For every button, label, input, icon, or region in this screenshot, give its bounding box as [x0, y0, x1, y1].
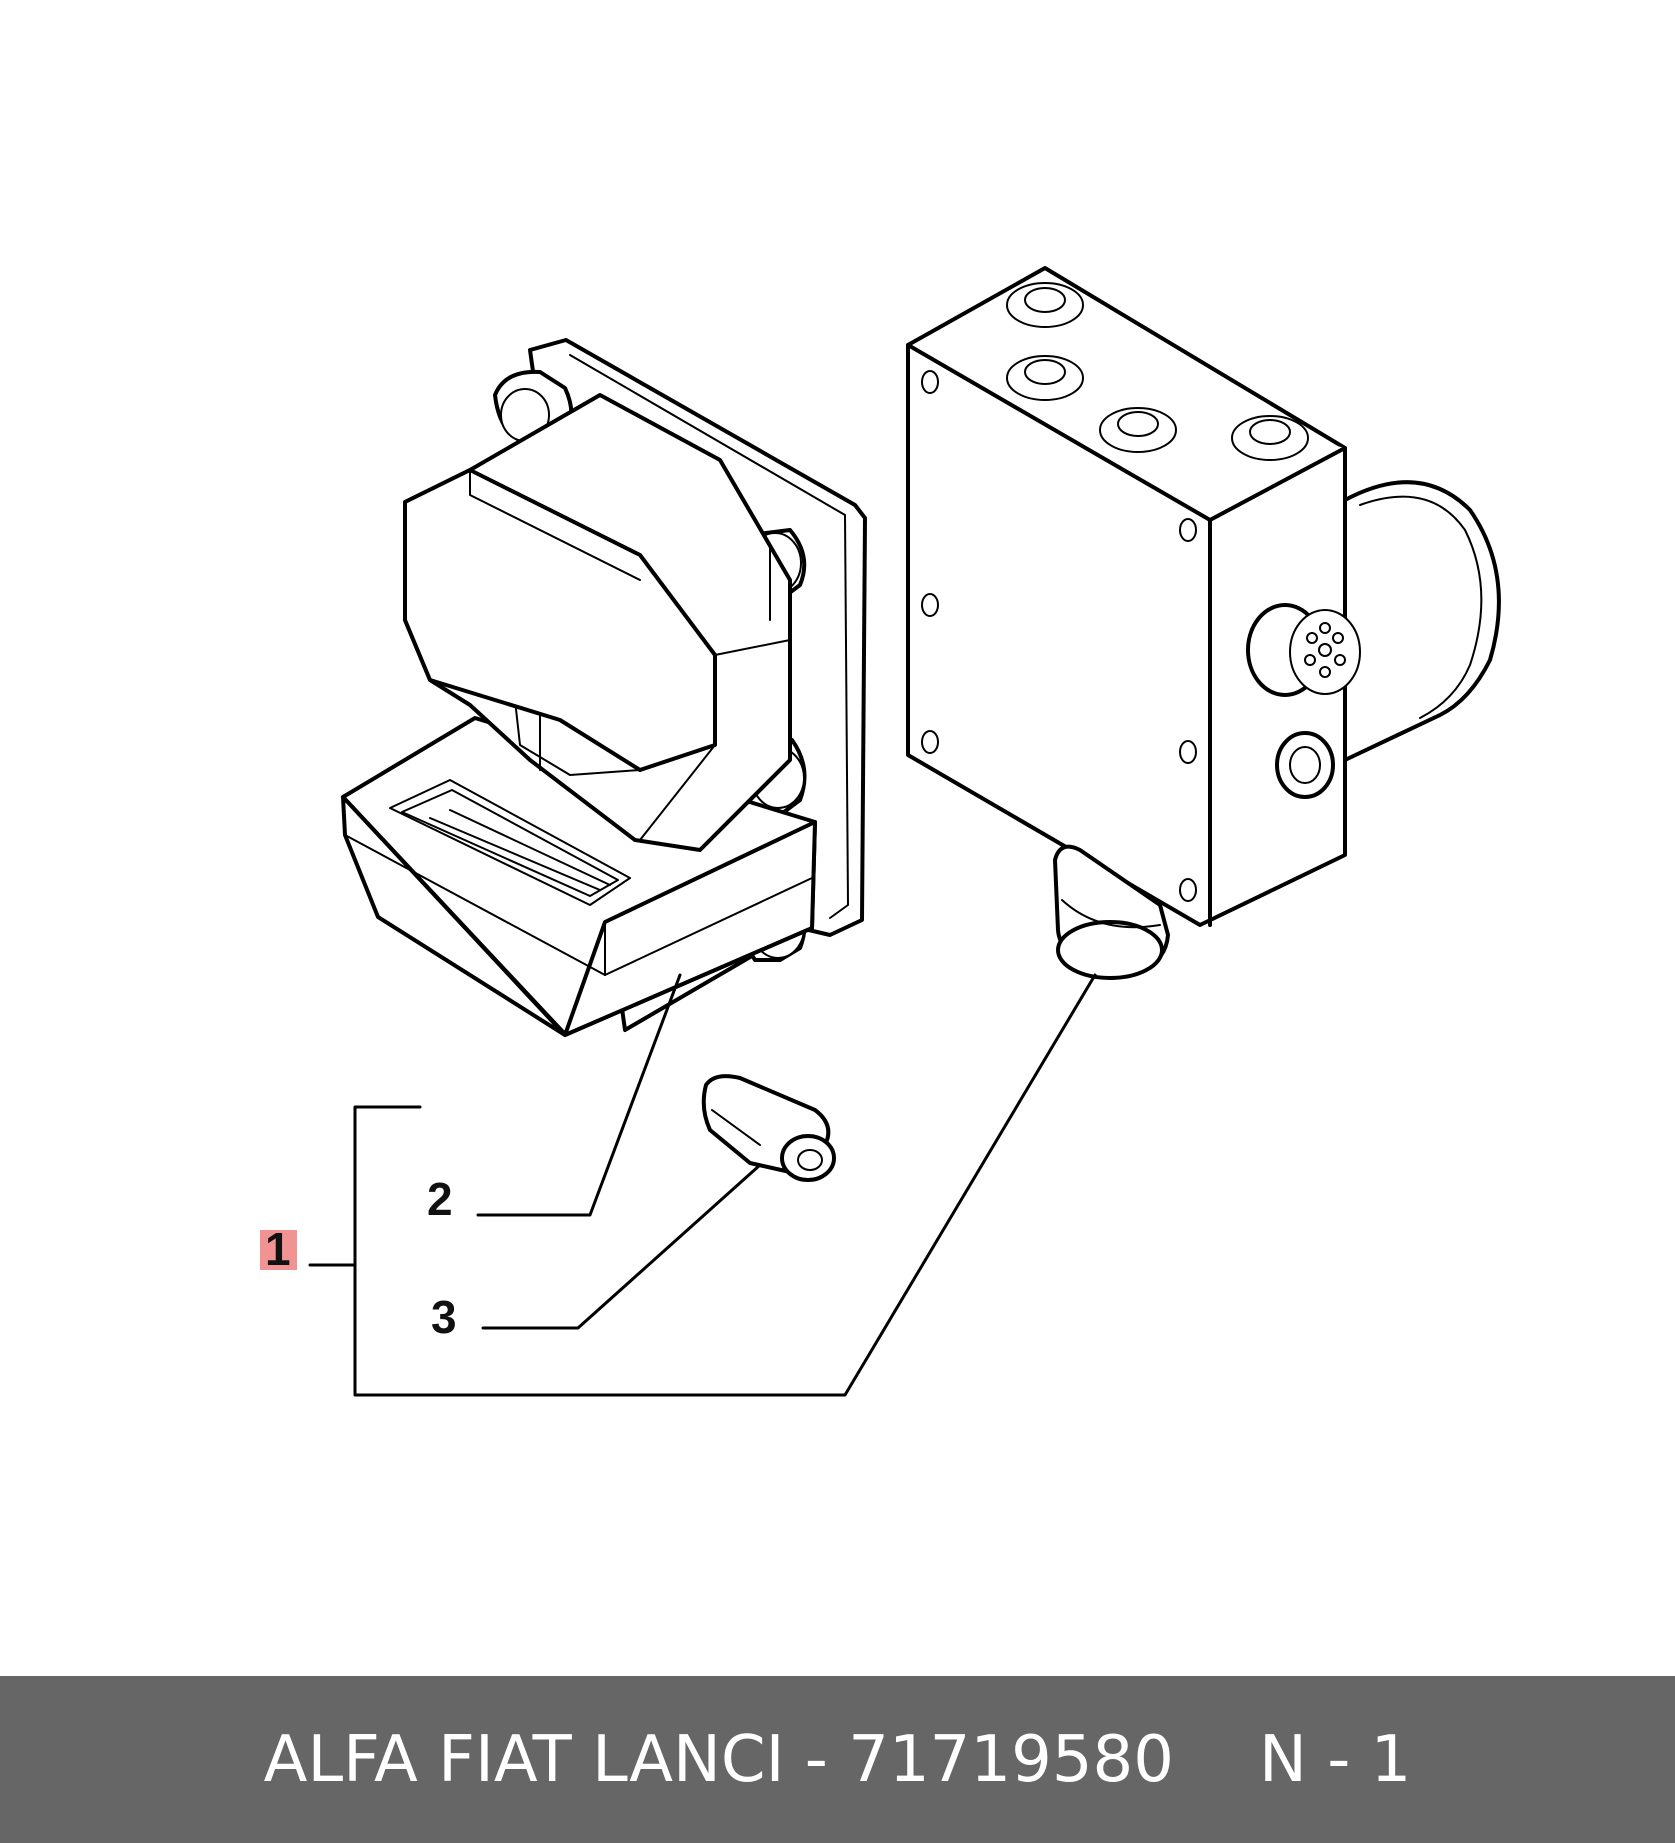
exploded-parts-diagram: 1 2 3 [260, 266, 1501, 1397]
callout-1-label: 1 [265, 1223, 291, 1275]
callout-2-label: 2 [427, 1173, 453, 1225]
bracket-top [353, 973, 1097, 1397]
callout-2-leader [476, 973, 682, 1217]
callout-3-leader [481, 1163, 762, 1330]
callout-3-label: 3 [431, 1291, 457, 1343]
pin-part-3 [701, 1074, 836, 1182]
footer-bar: ALFA FIAT LANCI - 71719580 N - 1 [0, 1676, 1675, 1843]
hydraulic-modulator [906, 266, 1501, 980]
control-unit-part-2 [341, 338, 867, 1037]
callout-1-highlight [260, 1230, 297, 1270]
part-number-text: ALFA FIAT LANCI - 71719580 [263, 1722, 1174, 1797]
leader-lines [308, 973, 1097, 1397]
quantity-text: N - 1 [1258, 1722, 1412, 1797]
